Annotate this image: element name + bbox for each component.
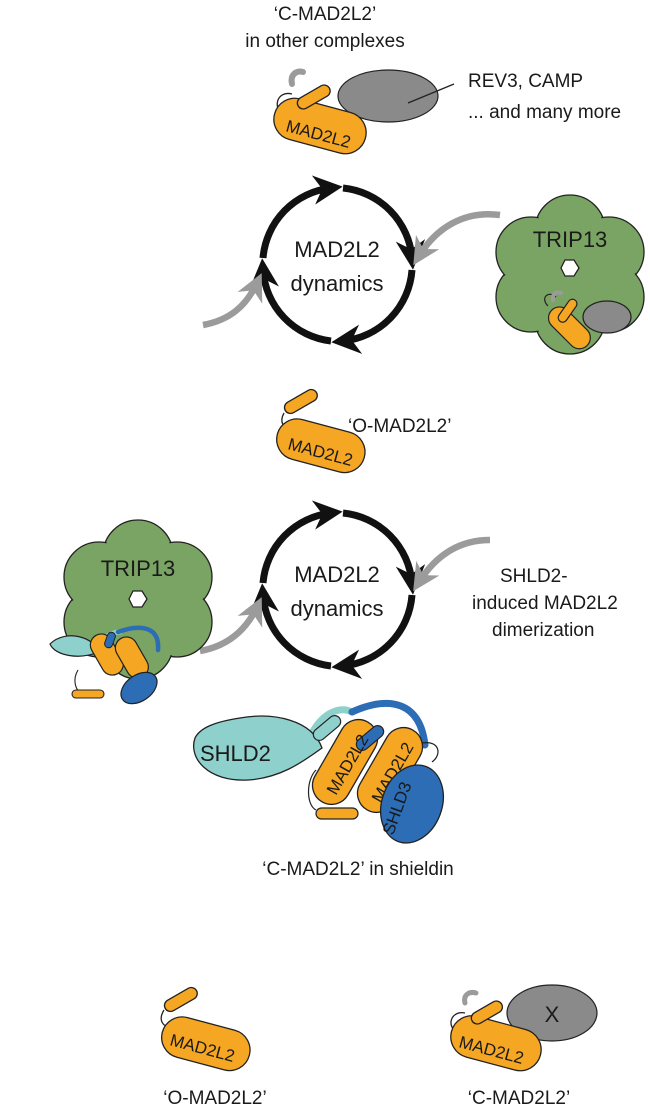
- legend-x-label: X: [545, 1002, 560, 1027]
- cycle2-label-line2: dynamics: [291, 596, 384, 621]
- legend-open-helix: [163, 986, 198, 1013]
- trip13-pore: [560, 259, 580, 277]
- legend-open-body: [161, 1016, 251, 1072]
- cycle1-label-line1: MAD2L2: [294, 237, 380, 262]
- cycle2-arrow-right: [342, 509, 426, 595]
- shld2-label: SHLD2: [200, 741, 271, 766]
- grey-arrow-out-left-2: [199, 597, 263, 655]
- cycle2-arrow-left: [249, 583, 332, 670]
- shieldin-in-trip13: [49, 625, 161, 705]
- cycle1-arrow-left: [249, 258, 332, 345]
- trip13-label-1: TRIP13: [533, 227, 608, 252]
- top-section: ‘C-MAD2L2’ in other complexes MAD2L2 REV…: [245, 4, 621, 155]
- trip13-hexamer-1: TRIP13: [495, 194, 645, 355]
- legend-closed-caption: ‘C-MAD2L2’: [468, 1088, 570, 1109]
- legend-closed: X MAD2L2 ‘C-MAD2L2’: [450, 984, 598, 1109]
- open-helix-tail-loop: [307, 769, 317, 811]
- cycle2-label-line1: MAD2L2: [294, 562, 380, 587]
- shld3-loop: [421, 742, 439, 763]
- cycle1-label-line2: dynamics: [291, 271, 384, 296]
- open-caption: ‘O-MAD2L2’: [348, 416, 451, 437]
- closed-mad2l2-complex-top: MAD2L2: [273, 68, 455, 155]
- trip13-pore-2: [128, 590, 148, 608]
- cycle1-arrow-bottom: [331, 269, 416, 354]
- cycle1-arrow-top: [259, 175, 343, 259]
- shld2-helix: [312, 714, 342, 742]
- dimerization-note-line3: dimerization: [492, 620, 594, 641]
- safety-belt-helix: [296, 84, 331, 110]
- legend-open-caption: ‘O-MAD2L2’: [163, 1088, 266, 1109]
- legend-closed-body: [450, 1015, 542, 1072]
- cycle2-arrow-top: [259, 500, 343, 584]
- shieldin-caption: ‘C-MAD2L2’ in shieldin: [262, 859, 453, 880]
- cycle1-arrow-right: [342, 184, 426, 270]
- shld2-body: [193, 715, 323, 781]
- grey-strand: [288, 68, 306, 87]
- dimerization-note-line1: SHLD2-: [500, 566, 568, 587]
- shld3-link-strand: [348, 700, 429, 749]
- substrate-in-trip13: [544, 290, 632, 350]
- open-mad2l2-middle: MAD2L2 ‘O-MAD2L2’: [276, 388, 451, 474]
- shld3-helix: [355, 724, 385, 752]
- legend-open: MAD2L2 ‘O-MAD2L2’: [160, 986, 267, 1109]
- open-body: [276, 418, 366, 474]
- trip13-hexamer-2: TRIP13: [49, 519, 213, 705]
- partner-pointer: [407, 83, 455, 104]
- cycle-2: MAD2L2 dynamics SHLD2- induced MAD2L2 di…: [49, 500, 618, 705]
- grey-arrow-in-right-2: [413, 536, 491, 592]
- legend-grey-strand: [462, 990, 479, 1006]
- partner-protein: [337, 69, 439, 123]
- top-title-line2: in other complexes: [245, 31, 404, 52]
- partners-line2: ... and many more: [468, 102, 621, 123]
- detached-helix: [315, 807, 359, 820]
- partners-line1: REV3, CAMP: [468, 71, 583, 92]
- trip13-label-2: TRIP13: [101, 556, 176, 581]
- open-helix: [283, 388, 318, 415]
- grey-arrow-in-right: [413, 210, 501, 266]
- legend-safety-belt: [470, 1000, 504, 1025]
- cycle2-arrow-bottom: [331, 594, 416, 679]
- legend-x-protein: [506, 984, 598, 1042]
- shieldin-complex: SHLD2 MAD2L2 MAD2L2 SHLD3 ‘C-MAD2L2’ in …: [193, 700, 454, 880]
- shld3-body: [380, 764, 444, 844]
- grey-arrow-in-left: [202, 273, 263, 329]
- mad2l2-body: [273, 97, 367, 155]
- dimerization-note-line2: induced MAD2L2: [472, 593, 618, 614]
- top-title-line1: ‘C-MAD2L2’: [274, 4, 376, 25]
- cycle-1: MAD2L2 dynamics TRIP1: [202, 175, 645, 355]
